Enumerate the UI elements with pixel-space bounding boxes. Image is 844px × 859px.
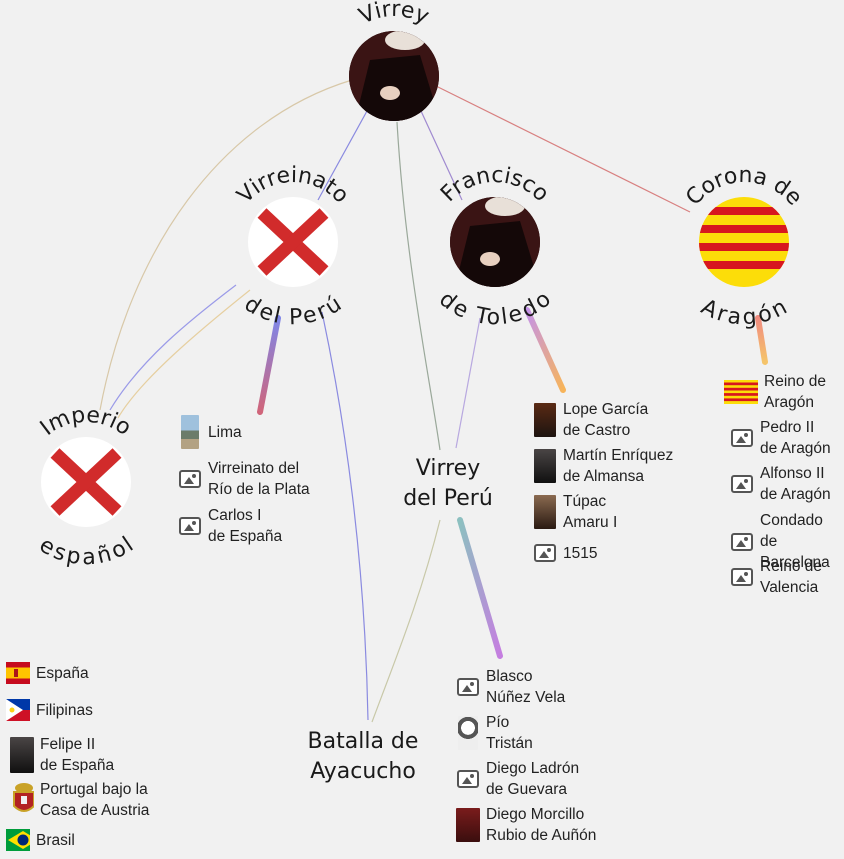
list-item-filipinas[interactable]: Filipinas	[6, 698, 93, 722]
image-placeholder-icon	[178, 514, 202, 538]
list-item-blasco-nunez[interactable]: Blasco Núñez Vela	[456, 666, 565, 708]
node-toledo-label-bottom: de Toledo	[434, 287, 556, 331]
list-item-diego-ladron[interactable]: Diego Ladrón de Guevara	[456, 758, 579, 800]
image-placeholder-icon	[456, 767, 480, 791]
portrait-icon	[349, 31, 439, 121]
stem-toledo	[524, 307, 566, 393]
edge-virreinato-imperio	[109, 284, 237, 411]
stems	[84, 307, 768, 659]
list-item-lope-garcia[interactable]: Lope García de Castro	[533, 399, 648, 441]
list-item-brasil[interactable]: Brasil	[6, 828, 75, 852]
node-ayacucho-line1: Batalla de	[308, 729, 419, 754]
list-item-reino-valencia[interactable]: Reino de Valencia	[730, 556, 822, 598]
list-item-1515[interactable]: 1515	[533, 541, 597, 565]
list-item-diego-morcillo[interactable]: Diego Morcillo Rubio de Auñón	[456, 804, 596, 846]
list-item-portugal[interactable]: Portugal bajo la Casa de Austria	[10, 779, 149, 821]
edge-virrey-aragon	[435, 85, 691, 213]
philippines-flag-icon	[6, 698, 30, 722]
node-aragon-label-bottom: Aragón	[697, 295, 791, 331]
node-imperio-label-top: Imperio	[36, 403, 136, 441]
list-item-tupac-amaru[interactable]: Túpac Amaru I	[533, 491, 617, 533]
portrait-icon	[456, 808, 480, 842]
edges	[99, 79, 691, 723]
edge-virrey-peru-ayacucho	[371, 519, 441, 723]
image-placeholder-icon	[730, 530, 754, 554]
list-item-lima[interactable]: Lima	[178, 415, 242, 449]
brazil-flag-icon	[6, 828, 30, 852]
node-virreinato-label-bottom: del Perú	[240, 292, 346, 331]
portrait-icon	[10, 737, 34, 773]
image-placeholder-icon	[533, 541, 557, 565]
list-item-pedro-ii[interactable]: Pedro II de Aragón	[730, 417, 831, 459]
burgundy-cross-icon	[257, 208, 329, 276]
aragon-flag-icon	[724, 380, 758, 404]
portrait-icon	[533, 403, 557, 437]
edge-virrey-virrey-peru	[396, 121, 441, 451]
node-virrey-peru[interactable]: Virrey del Perú	[403, 456, 493, 511]
node-batalla-ayacucho[interactable]: Batalla de Ayacucho	[308, 729, 419, 784]
list-item-pio-tristan[interactable]: Pío Tristán	[456, 712, 533, 754]
node-virrey[interactable]: Virrey	[349, 0, 440, 121]
list-item-reino-aragon[interactable]: Reino de Aragón	[724, 371, 826, 413]
image-placeholder-icon	[730, 426, 754, 450]
portrait-icon	[533, 449, 557, 483]
node-virreinato-peru[interactable]: Virreinato del Perú	[233, 163, 354, 330]
edge-toledo-virrey-peru	[455, 317, 481, 449]
stem-aragon	[755, 315, 768, 365]
node-imperio-espanol[interactable]: Imperio español	[35, 403, 138, 571]
edge-virrey-imperio	[99, 79, 353, 411]
edge-virreinato-ayacucho	[321, 311, 369, 721]
list-item-condado-barcelona[interactable]: Condado de Barcelona	[730, 510, 844, 573]
coat-of-arms-icon	[10, 783, 34, 812]
portrait-icon	[450, 197, 540, 287]
image-placeholder-icon	[730, 472, 754, 496]
edge-virrey-toledo	[420, 110, 463, 201]
node-virrey-peru-line1: Virrey	[416, 456, 480, 481]
list-item-felipe-ii[interactable]: Felipe II de España	[10, 734, 114, 776]
list-item-espana[interactable]: España	[6, 661, 89, 685]
spain-flag-icon	[6, 661, 30, 685]
image-placeholder-icon	[730, 565, 754, 589]
list-item-rio-de-la-plata[interactable]: Virreinato del Río de la Plata	[178, 458, 310, 500]
list-item-carlos-i[interactable]: Carlos I de España	[178, 505, 282, 547]
list-item-martin-enriquez[interactable]: Martín Enríquez de Almansa	[533, 445, 673, 487]
node-ayacucho-line2: Ayacucho	[310, 759, 416, 784]
stem-virreinato	[257, 315, 281, 415]
aragon-flag-icon	[699, 207, 789, 269]
stem-virrey-peru	[457, 517, 503, 659]
edge-virreinato-imperio-2	[117, 289, 251, 419]
edge-virrey-virreinato	[317, 110, 368, 201]
node-imperio-label-bottom: español	[35, 533, 138, 571]
image-placeholder-icon	[456, 675, 480, 699]
photo-icon	[178, 415, 202, 449]
node-corona-aragon[interactable]: Corona de Aragón	[681, 163, 807, 331]
portrait-icon	[456, 716, 480, 750]
node-virrey-label: Virrey	[355, 0, 432, 30]
list-item-alfonso-ii[interactable]: Alfonso II de Aragón	[730, 463, 831, 505]
node-francisco-toledo[interactable]: Francisco de Toledo	[434, 163, 556, 330]
image-placeholder-icon	[178, 467, 202, 491]
portrait-icon	[533, 495, 557, 529]
node-virrey-peru-line2: del Perú	[403, 486, 493, 511]
burgundy-cross-icon	[50, 448, 122, 516]
